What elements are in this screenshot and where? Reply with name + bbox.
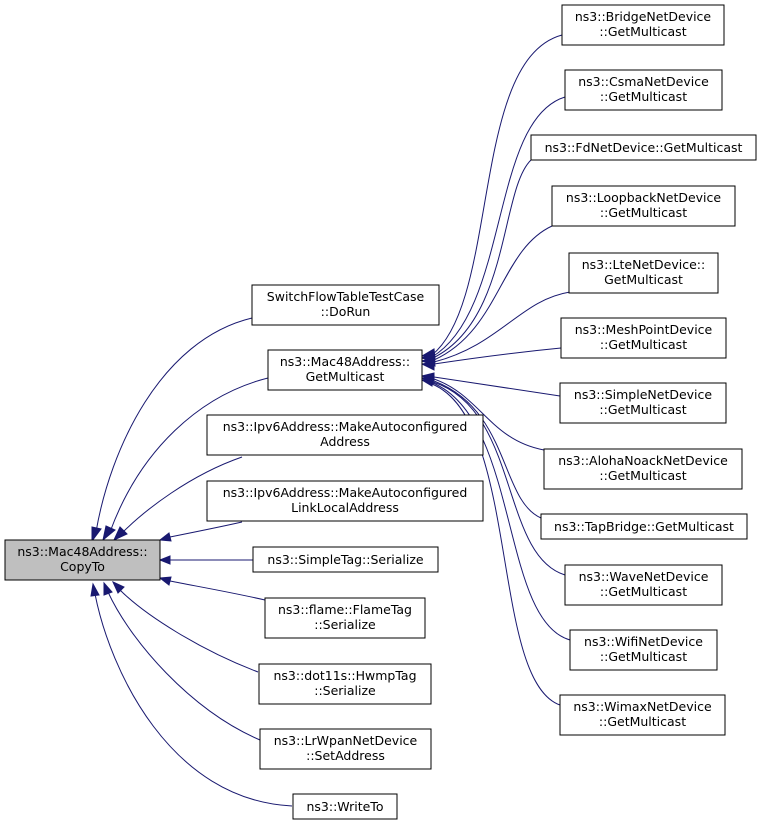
edge-ipv6linklocal-to-copyto [158,521,243,542]
edge-aloha-to-getmulticast [433,378,545,451]
node-loopback-line1: ns3::LoopbackNetDevice [566,190,721,205]
node-flametag-line1: ns3::flame::FlameTag [278,602,412,617]
node-wave-line1: ns3::WaveNetDevice [579,569,709,584]
node-bridge-line1: ns3::BridgeNetDevice [575,9,712,24]
node-aloha[interactable]: ns3::AlohaNoackNetDevice ::GetMulticast [543,448,743,490]
node-wifi-line2: ::GetMulticast [600,649,687,664]
node-simplenet-line1: ns3::SimpleNetDevice [574,387,712,402]
edge-fd-to-getmulticast [432,159,532,359]
edge-hwmptag-to-copyto [111,580,259,673]
node-simplenet[interactable]: ns3::SimpleNetDevice ::GetMulticast [559,382,727,424]
node-wimax-line1: ns3::WimaxNetDevice [573,699,712,714]
edge-wimax-to-getmulticast [431,383,561,706]
edge-loopback-to-getmulticast [433,225,553,361]
node-ipv6auto-line2: Address [320,434,370,449]
node-lrwpan-line1: ns3::LrWpanNetDevice [274,733,418,748]
node-switchflow[interactable]: SwitchFlowTableTestCase ::DoRun [251,284,440,326]
node-meshpoint-line2: ::GetMulticast [600,337,687,352]
node-copyto-line1: ns3::Mac48Address:: [17,544,147,559]
edge-flametag-to-copyto [158,576,266,601]
node-lrwpan[interactable]: ns3::LrWpanNetDevice ::SetAddress [259,728,432,770]
node-tapbridge-line1: ns3::TapBridge::GetMulticast [554,519,734,534]
node-flametag-line2: ::Serialize [314,617,376,632]
node-writeto-line1: ns3::WriteTo [307,799,384,814]
node-copyto[interactable]: ns3::Mac48Address:: CopyTo [4,539,161,581]
node-getmulticast-line2: GetMulticast [306,369,385,384]
getmulticast-arrowheads [420,348,436,387]
node-ipv6linklocal-line1: ns3::Ipv6Address::MakeAutoconfigured [223,485,468,500]
node-wifi-line1: ns3::WifiNetDevice [584,634,703,649]
node-hwmptag-line2: ::Serialize [314,683,376,698]
edge-simpletag-to-copyto [158,555,253,565]
node-loopback-line2: ::GetMulticast [600,205,687,220]
edge-meshpoint-to-getmulticast [433,347,562,365]
edge-switchflow-to-copyto [91,317,253,543]
node-fd-line1: ns3::FdNetDevice::GetMulticast [545,140,743,155]
node-simpletag-line1: ns3::SimpleTag::Serialize [267,552,423,567]
edge-wifi-to-getmulticast [432,382,571,641]
edge-wave-to-getmulticast [432,381,566,576]
node-loopback[interactable]: ns3::LoopbackNetDevice ::GetMulticast [551,185,736,227]
node-lte-line2: GetMulticast [604,272,683,287]
node-ipv6auto-line1: ns3::Ipv6Address::MakeAutoconfigured [223,419,468,434]
node-wimax[interactable]: ns3::WimaxNetDevice ::GetMulticast [559,694,726,736]
node-switchflow-line2: ::DoRun [321,304,371,319]
edge-lrwpan-to-copyto [103,581,261,741]
node-fd[interactable]: ns3::FdNetDevice::GetMulticast [530,134,757,161]
node-ipv6linklocal-line2: LinkLocalAddress [291,500,399,515]
node-csma-line1: ns3::CsmaNetDevice [578,74,709,89]
node-lte[interactable]: ns3::LteNetDevice:: GetMulticast [568,252,719,294]
node-switchflow-line1: SwitchFlowTableTestCase [267,289,425,304]
node-lrwpan-line2: ::SetAddress [306,748,385,763]
node-aloha-line2: ::GetMulticast [599,468,686,483]
node-bridge[interactable]: ns3::BridgeNetDevice ::GetMulticast [561,4,725,46]
edge-simplenet-to-getmulticast [433,376,561,397]
node-wimax-line2: ::GetMulticast [599,714,686,729]
node-flametag[interactable]: ns3::flame::FlameTag ::Serialize [264,597,426,639]
node-ipv6linklocal[interactable]: ns3::Ipv6Address::MakeAutoconfigured Lin… [206,480,484,522]
node-meshpoint[interactable]: ns3::MeshPointDevice ::GetMulticast [560,317,727,359]
node-csma-line2: ::GetMulticast [600,89,687,104]
node-simplenet-line2: ::GetMulticast [599,402,686,417]
node-wave[interactable]: ns3::WaveNetDevice ::GetMulticast [564,564,723,606]
node-simpletag[interactable]: ns3::SimpleTag::Serialize [252,546,439,573]
node-copyto-line2: CopyTo [60,559,105,574]
edge-getmulticast-to-copyto [102,377,269,542]
edge-writeto-to-copyto [90,582,293,807]
edge-tapbridge-to-getmulticast [433,380,542,519]
edge-bridge-to-getmulticast [431,34,563,356]
node-tapbridge[interactable]: ns3::TapBridge::GetMulticast [540,513,748,540]
node-lte-line1: ns3::LteNetDevice:: [582,257,705,272]
node-aloha-line1: ns3::AlohaNoackNetDevice [558,453,728,468]
node-csma[interactable]: ns3::CsmaNetDevice ::GetMulticast [564,69,723,111]
edge-lte-to-getmulticast [433,291,571,363]
node-hwmptag[interactable]: ns3::dot11s::HwmpTag ::Serialize [258,663,432,705]
node-writeto[interactable]: ns3::WriteTo [292,793,398,820]
node-getmulticast[interactable]: ns3::Mac48Address:: GetMulticast [267,349,423,391]
edge-ipv6auto-to-copyto [112,456,243,542]
node-wave-line2: ::GetMulticast [600,584,687,599]
edge-csma-to-getmulticast [431,96,566,358]
node-hwmptag-line1: ns3::dot11s::HwmpTag [273,668,416,683]
node-ipv6auto[interactable]: ns3::Ipv6Address::MakeAutoconfigured Add… [206,414,484,456]
node-getmulticast-line1: ns3::Mac48Address:: [280,354,410,369]
node-bridge-line2: ::GetMulticast [599,24,686,39]
node-wifi[interactable]: ns3::WifiNetDevice ::GetMulticast [569,629,718,671]
node-meshpoint-line1: ns3::MeshPointDevice [575,322,713,337]
